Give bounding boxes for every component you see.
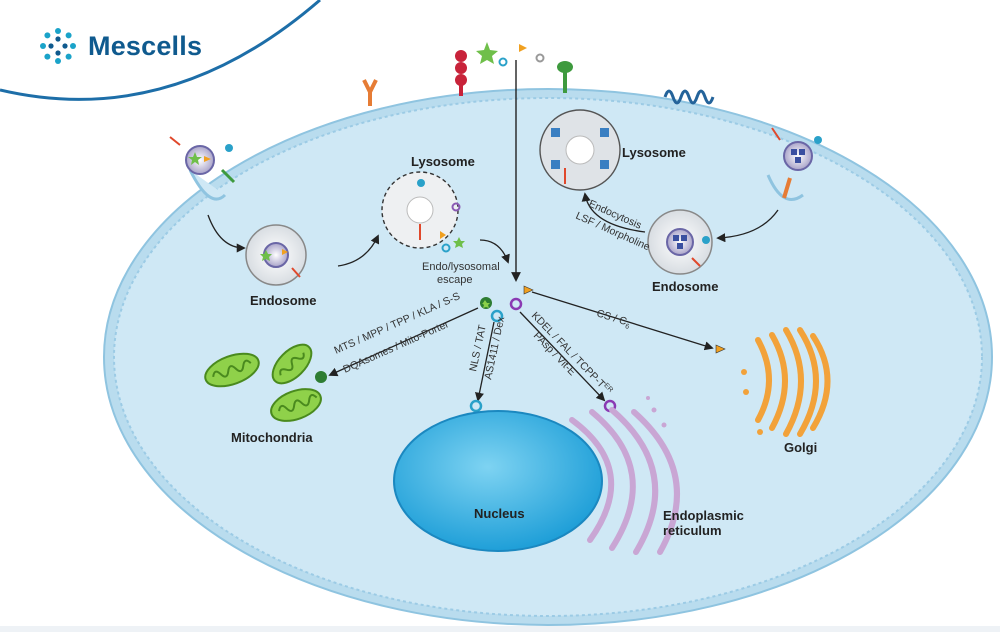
er-label-line2: reticulum: [663, 523, 722, 538]
receptor-y-icon: [362, 79, 378, 106]
lysosome-right-vesicle: [539, 109, 621, 191]
hexagon-ligand-icon: [535, 53, 545, 63]
arrow-to-nucleus: [475, 321, 495, 402]
escape-label-line1: Endo/lysosomal: [422, 261, 500, 273]
arrow-to-endosome-right: [716, 209, 779, 243]
mitochondria-group: [204, 343, 322, 422]
nanoparticle-left: [169, 136, 236, 184]
mito-cargo-icon: [315, 371, 327, 383]
lysosome-left-vesicle: [381, 171, 465, 253]
nanoparticle-right: [771, 127, 822, 199]
arrow-escape: [479, 239, 510, 264]
er-pathway-sup: ER: [602, 382, 614, 394]
corner-arc-decoration: [0, 0, 321, 101]
er-label-line1: Endoplasmic: [663, 508, 744, 523]
lysosome-left-label: Lysosome: [411, 154, 475, 169]
golgi-shape: [741, 327, 831, 437]
er-shape: [569, 396, 680, 555]
bottom-divider: [0, 626, 1000, 632]
endosome-left-label: Endosome: [250, 293, 316, 308]
arrow-to-lysosome-left: [337, 234, 380, 267]
golgi-label: Golgi: [784, 440, 817, 455]
arrow-endocytosis: [581, 192, 646, 233]
nucleus-label: Nucleus: [474, 506, 525, 521]
nucleus-cargo-icon: [469, 399, 483, 413]
receptor-beads-icon: [455, 50, 467, 96]
membrane-receptors: [362, 42, 715, 106]
released-cargo: [480, 285, 534, 323]
arrow-to-mitochondria: [328, 307, 479, 377]
triangle-ligand-icon: [519, 44, 527, 52]
circle-ligand-icon: [498, 57, 508, 67]
star-ligand-icon: [476, 42, 498, 64]
golgi-cargo-icon: [715, 344, 726, 354]
lysosome-right-label: Lysosome: [622, 145, 686, 160]
nucleus-shape: [393, 410, 603, 552]
brand-name: Mescells: [88, 30, 203, 61]
mitochondrion-2: [271, 343, 313, 385]
mescells-logo-icon: [40, 28, 76, 64]
golgi-pathway-sub: 6: [624, 323, 630, 331]
arrow-to-er: [519, 311, 606, 402]
endosome-left-vesicle: [245, 224, 307, 286]
escape-label-line2: escape: [437, 274, 472, 286]
mitochondria-label: Mitochondria: [231, 430, 313, 445]
mitochondrion-3: [270, 388, 322, 422]
cell-membrane: [103, 88, 993, 626]
endosome-right-vesicle: [647, 209, 713, 275]
brand-logo[interactable]: Mescells: [38, 26, 202, 66]
transmembrane-receptor-icon: [663, 89, 715, 105]
endosome-right-label: Endosome: [652, 279, 718, 294]
arrow-to-golgi: [531, 291, 714, 351]
receptor-lollipop-icon: [557, 61, 573, 93]
mitochondrion-1: [204, 352, 260, 388]
arrow-to-endosome-left: [207, 214, 246, 253]
